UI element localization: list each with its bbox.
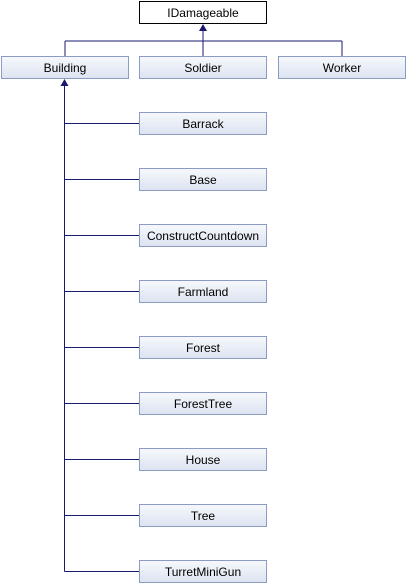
class-node-soldier[interactable]: Soldier bbox=[139, 56, 267, 79]
class-node-farmland[interactable]: Farmland bbox=[139, 280, 267, 303]
class-node-forest[interactable]: Forest bbox=[139, 336, 267, 359]
class-node-construct-countdown[interactable]: ConstructCountdown bbox=[139, 224, 267, 247]
class-node-building[interactable]: Building bbox=[1, 56, 129, 79]
inheritance-edges bbox=[60, 24, 343, 572]
class-node-house[interactable]: House bbox=[139, 448, 267, 471]
class-node-barrack[interactable]: Barrack bbox=[139, 112, 267, 135]
class-node-turret-mini-gun[interactable]: TurretMiniGun bbox=[139, 560, 267, 583]
class-node-forest-tree[interactable]: ForestTree bbox=[139, 392, 267, 415]
class-node-tree[interactable]: Tree bbox=[139, 504, 267, 527]
class-node-worker[interactable]: Worker bbox=[278, 56, 406, 79]
class-node-base[interactable]: Base bbox=[139, 168, 267, 191]
class-node-idamageable[interactable]: IDamageable bbox=[139, 1, 267, 24]
